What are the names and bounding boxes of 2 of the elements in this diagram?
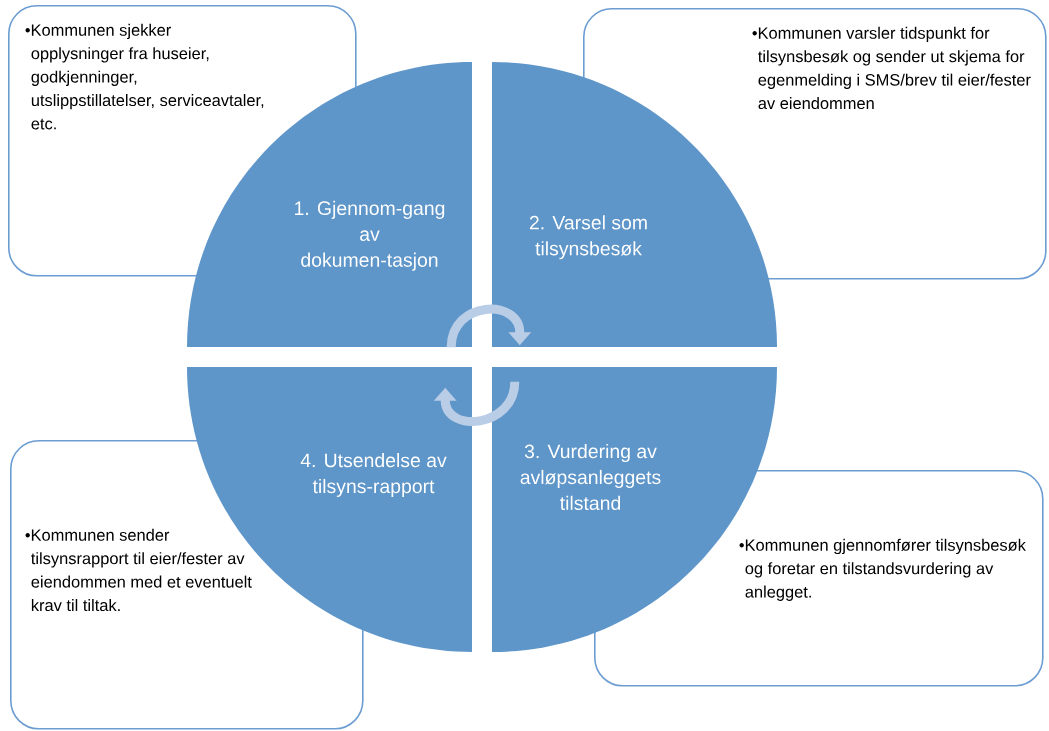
curved-arrow [446, 304, 532, 348]
curved-arrow [433, 381, 520, 426]
